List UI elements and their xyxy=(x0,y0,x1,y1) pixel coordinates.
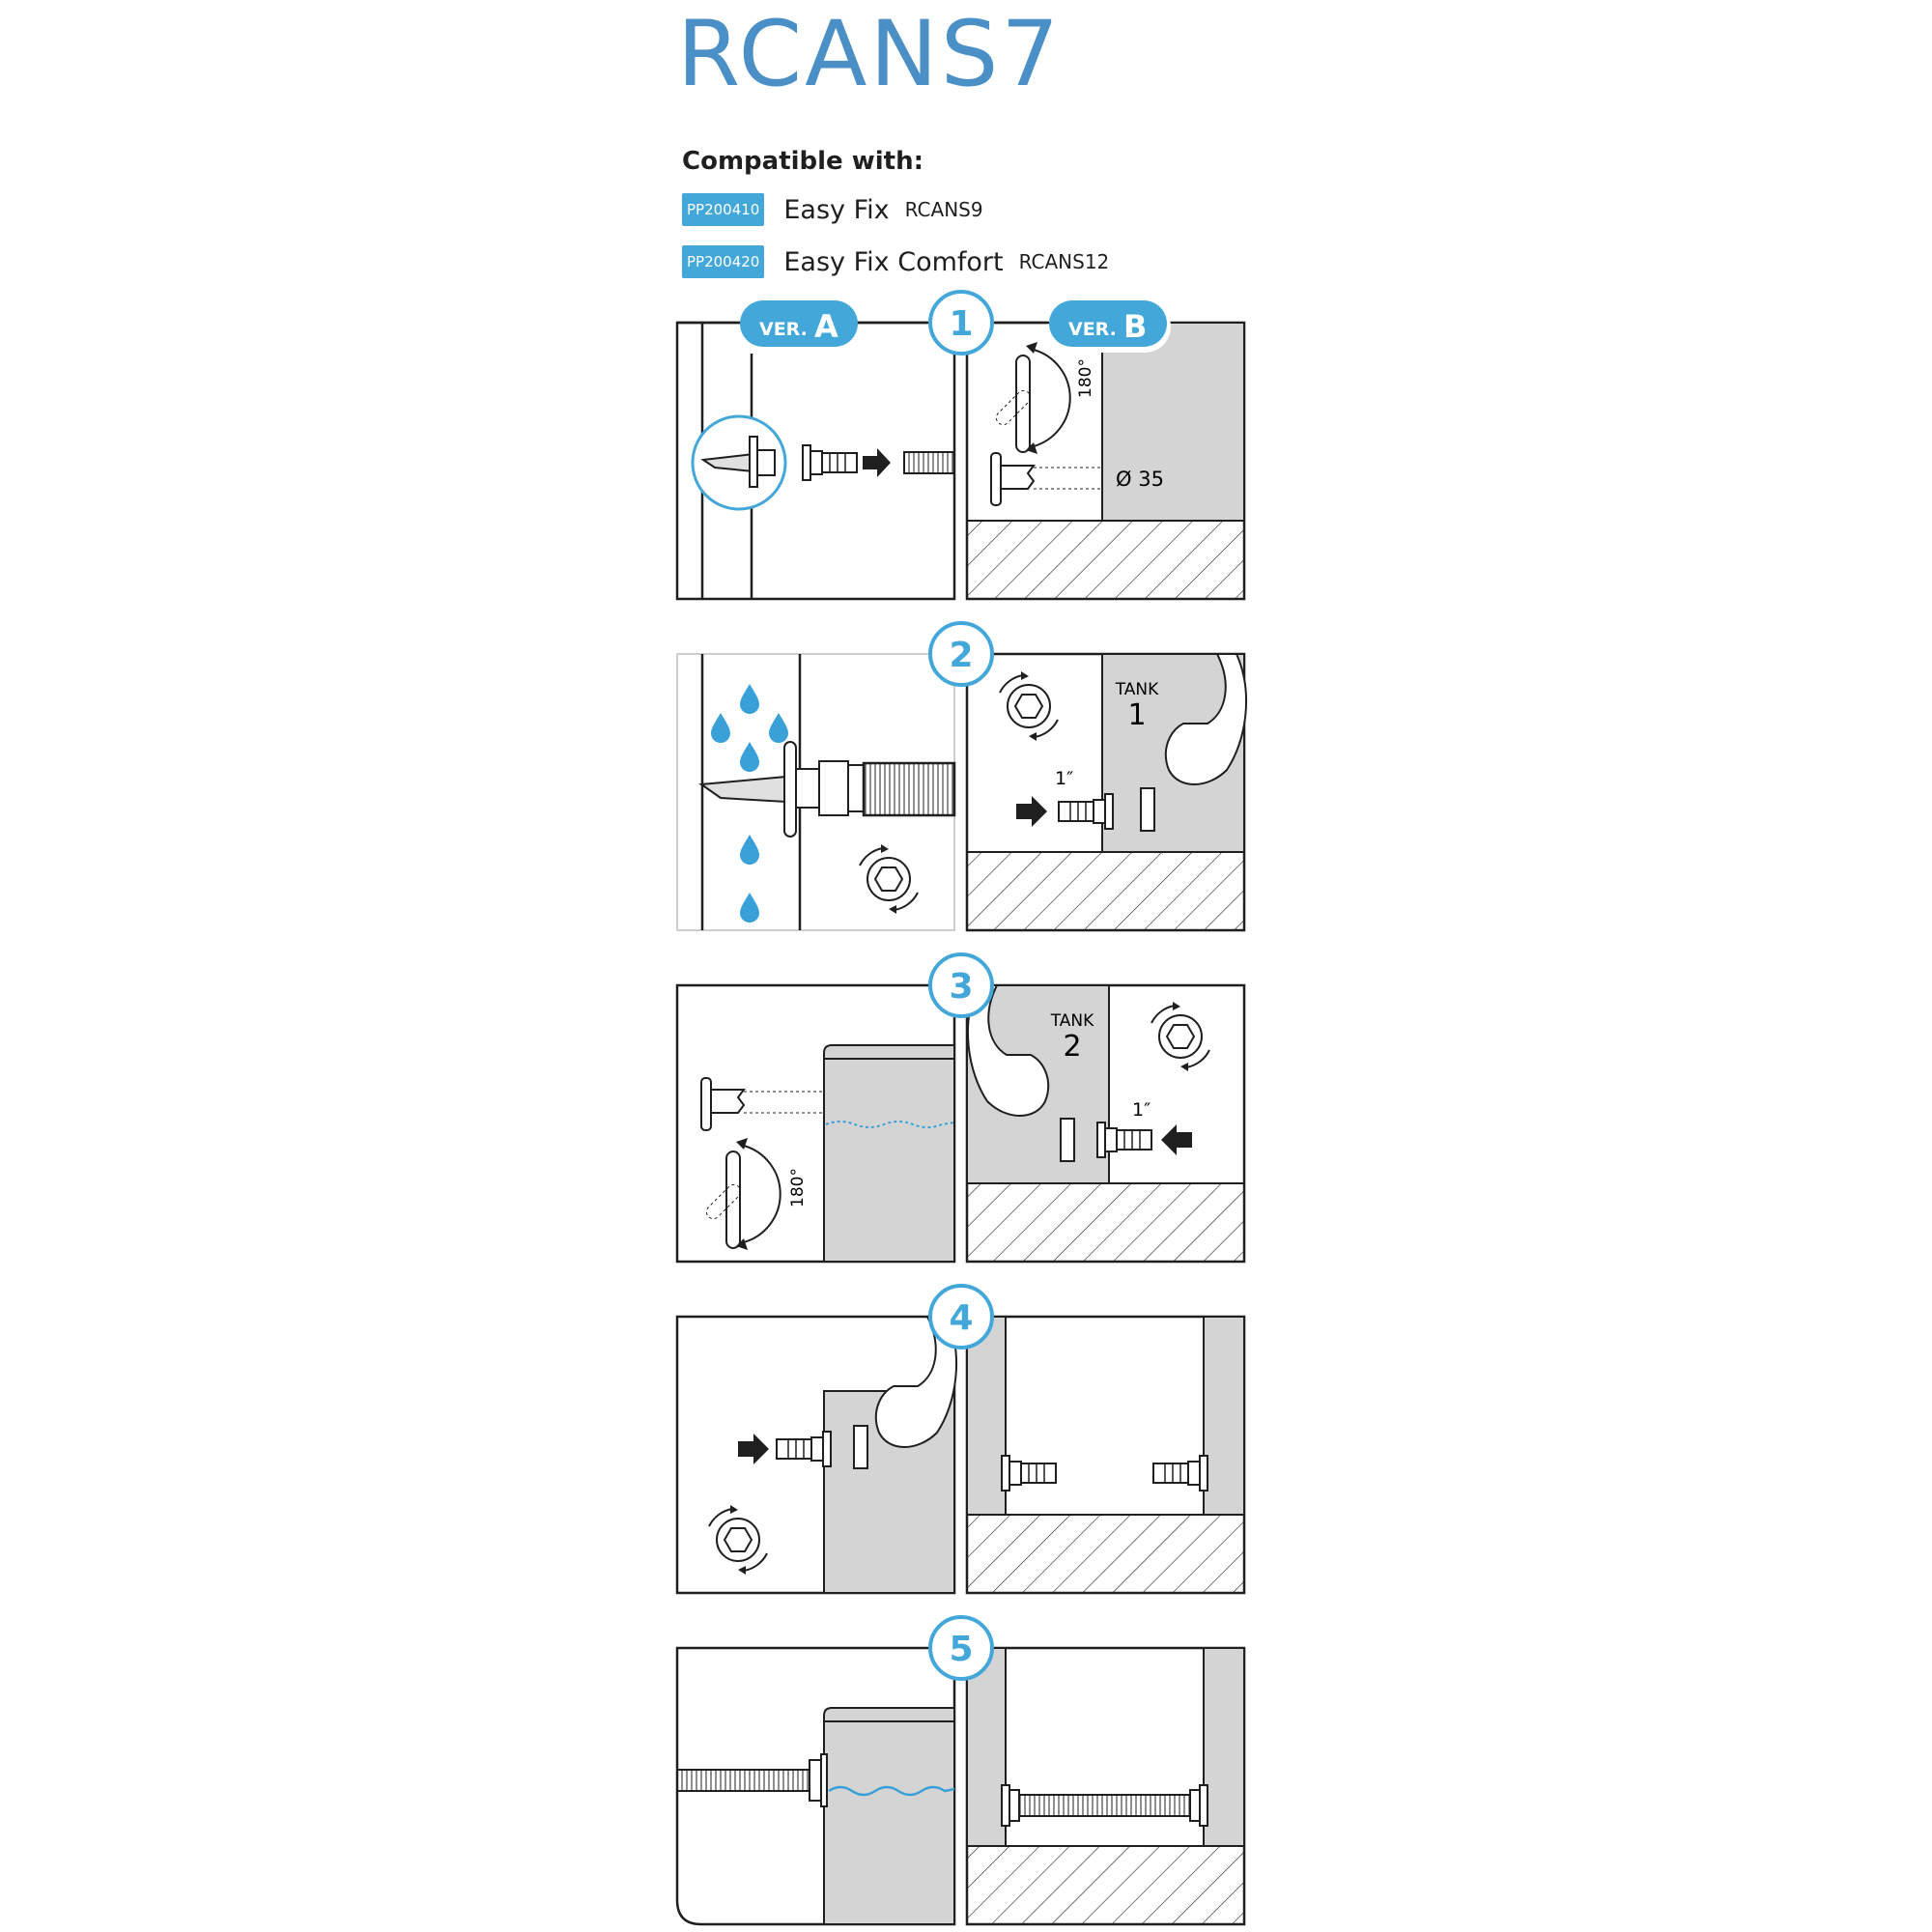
step-4-panel-b xyxy=(965,1315,1246,1595)
page-title: RCANS7 xyxy=(676,2,1063,107)
compatible-item: PP200410 Easy Fix RCANS9 xyxy=(682,190,983,229)
step-3-panel-a: 180° xyxy=(675,983,956,1264)
tank-number: 1 xyxy=(1127,698,1146,732)
version-b-badge: VER. B xyxy=(1047,300,1171,353)
step-3-badge: 3 xyxy=(928,952,994,1018)
version-prefix: VER. xyxy=(759,319,808,340)
step-5-badge: 5 xyxy=(928,1615,994,1681)
product-model: RCANS9 xyxy=(904,198,983,221)
step-4-panel-a xyxy=(675,1315,958,1595)
diameter-label: Ø 35 xyxy=(1116,468,1164,491)
tank-label: TANK xyxy=(1115,680,1159,699)
version-a-badge: VER. A xyxy=(740,300,858,347)
version-letter-b: B xyxy=(1123,308,1147,345)
step-3-panel-b: TANK 2 1″ xyxy=(965,983,1246,1264)
rotation-label: 180° xyxy=(1076,358,1095,398)
version-letter-a: A xyxy=(814,308,838,345)
compatible-heading: Compatible with: xyxy=(682,147,924,176)
product-code-badge: PP200410 xyxy=(682,193,765,226)
step-4-badge: 4 xyxy=(928,1284,994,1350)
step-2-panel-a xyxy=(676,653,956,931)
rotation-label: 180° xyxy=(788,1168,808,1208)
product-name: Easy Fix xyxy=(783,194,890,225)
thread-size-label: 1″ xyxy=(1055,768,1073,789)
compatible-item: PP200420 Easy Fix Comfort RCANS12 xyxy=(682,242,1109,281)
step-1-badge: 1 xyxy=(928,290,994,355)
step-5-panel-b xyxy=(965,1646,1246,1926)
step-number: 2 xyxy=(949,636,973,675)
thread-size-label: 1″ xyxy=(1132,1099,1151,1121)
step-number: 5 xyxy=(949,1630,973,1669)
tank-number: 2 xyxy=(1063,1030,1081,1064)
step-1-panel-b: 180° Ø 35 xyxy=(965,321,1246,601)
product-code-badge: PP200420 xyxy=(682,245,765,278)
step-2-panel-b: TANK 1 1″ xyxy=(965,652,1248,932)
step-number: 4 xyxy=(949,1298,973,1338)
step-number: 1 xyxy=(949,304,973,344)
step-5-panel-a xyxy=(675,1646,956,1926)
product-model: RCANS12 xyxy=(1018,250,1110,273)
step-2-badge: 2 xyxy=(928,621,994,687)
product-name: Easy Fix Comfort xyxy=(783,246,1004,277)
step-1-panel-a xyxy=(675,321,956,601)
tank-label: TANK xyxy=(1050,1011,1094,1031)
version-prefix: VER. xyxy=(1068,319,1117,340)
step-number: 3 xyxy=(949,967,973,1007)
